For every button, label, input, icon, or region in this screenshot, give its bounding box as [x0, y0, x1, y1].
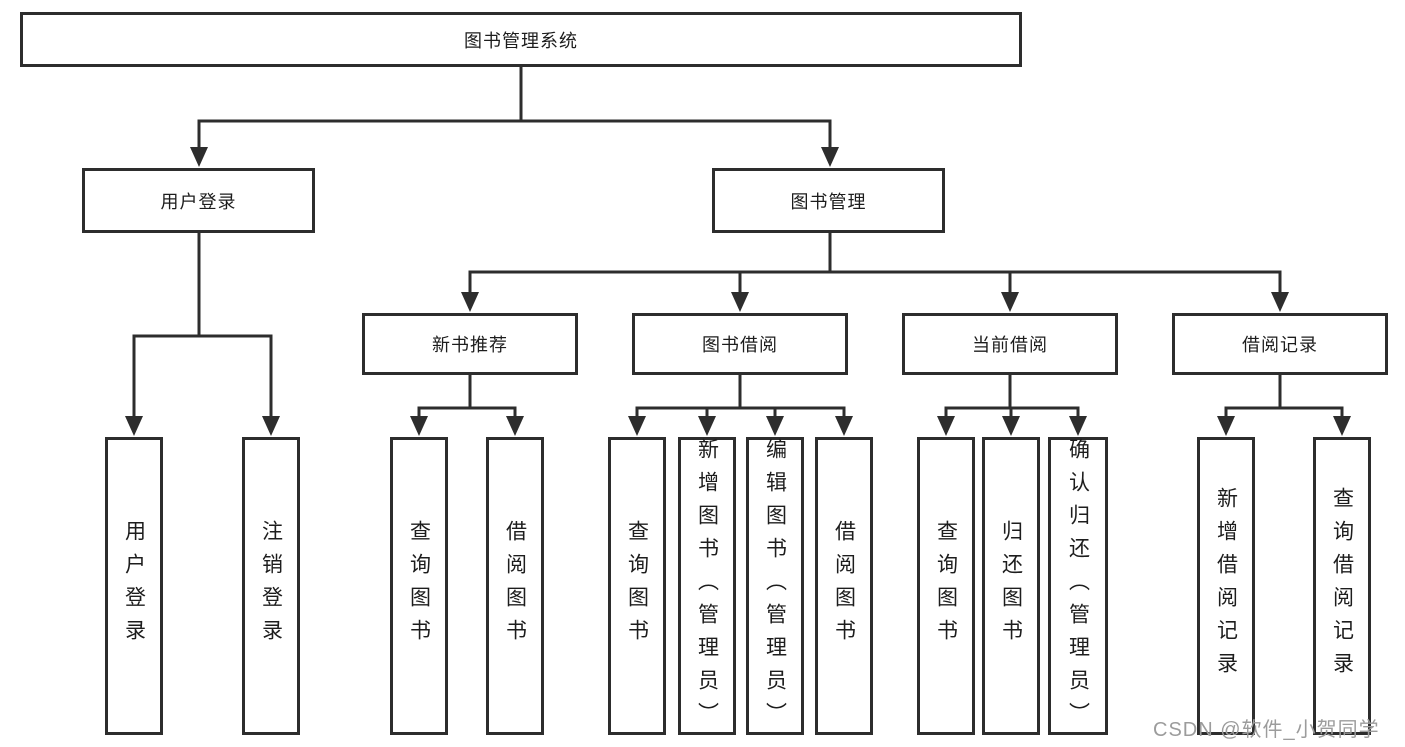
- leaf-query-books-current-label: 查询图书: [934, 520, 958, 652]
- node-book-management-label: 图书管理: [790, 191, 867, 212]
- node-system-root-label: 图书管理系统: [464, 30, 578, 51]
- leaf-borrow-books-recommend: 借阅图书: [486, 437, 544, 735]
- leaf-logout-login-label: 注销登录: [259, 520, 283, 652]
- leaf-return-books-label: 归还图书: [999, 520, 1023, 652]
- node-current-borrowing: 当前借阅: [902, 313, 1118, 375]
- leaf-logout-login: 注销登录: [242, 437, 300, 735]
- leaf-query-books-borrowing-label: 查询图书: [625, 520, 649, 652]
- leaf-add-book-admin-label: 新增图书（管理员）: [695, 437, 719, 735]
- node-book-management: 图书管理: [712, 168, 945, 233]
- csdn-watermark: CSDN @软件_小贺同学: [1153, 719, 1380, 741]
- node-system-root: 图书管理系统: [20, 12, 1022, 67]
- node-new-book-recommendation: 新书推荐: [362, 313, 578, 375]
- leaf-return-books: 归还图书: [982, 437, 1040, 735]
- leaf-query-books-recommend: 查询图书: [390, 437, 448, 735]
- leaf-edit-book-admin: 编辑图书（管理员）: [746, 437, 804, 735]
- leaf-borrow-books-borrowing: 借阅图书: [815, 437, 873, 735]
- node-new-book-recommendation-label: 新书推荐: [432, 335, 508, 355]
- node-user-login: 用户登录: [82, 168, 315, 233]
- node-book-borrowing-label: 图书借阅: [702, 335, 778, 355]
- leaf-add-book-admin: 新增图书（管理员）: [678, 437, 736, 735]
- leaf-query-borrow-record-label: 查询借阅记录: [1330, 487, 1354, 685]
- leaf-add-borrow-record: 新增借阅记录: [1197, 437, 1255, 735]
- leaf-confirm-return-admin-label: 确认归还（管理员）: [1066, 437, 1090, 735]
- leaf-user-login: 用户登录: [105, 437, 163, 735]
- leaf-query-books-recommend-label: 查询图书: [407, 520, 431, 652]
- leaf-user-login-label: 用户登录: [122, 520, 146, 652]
- leaf-confirm-return-admin: 确认归还（管理员）: [1048, 437, 1108, 735]
- leaf-borrow-books-borrowing-label: 借阅图书: [832, 520, 856, 652]
- leaf-query-books-borrowing: 查询图书: [608, 437, 666, 735]
- leaf-borrow-books-recommend-label: 借阅图书: [503, 520, 527, 652]
- node-borrowing-records-label: 借阅记录: [1242, 335, 1318, 355]
- node-borrowing-records: 借阅记录: [1172, 313, 1388, 375]
- leaf-query-borrow-record: 查询借阅记录: [1313, 437, 1371, 735]
- node-current-borrowing-label: 当前借阅: [972, 335, 1048, 355]
- leaf-query-books-current: 查询图书: [917, 437, 975, 735]
- leaf-edit-book-admin-label: 编辑图书（管理员）: [763, 437, 787, 735]
- node-user-login-label: 用户登录: [160, 191, 237, 212]
- leaf-add-borrow-record-label: 新增借阅记录: [1214, 487, 1238, 685]
- node-book-borrowing: 图书借阅: [632, 313, 848, 375]
